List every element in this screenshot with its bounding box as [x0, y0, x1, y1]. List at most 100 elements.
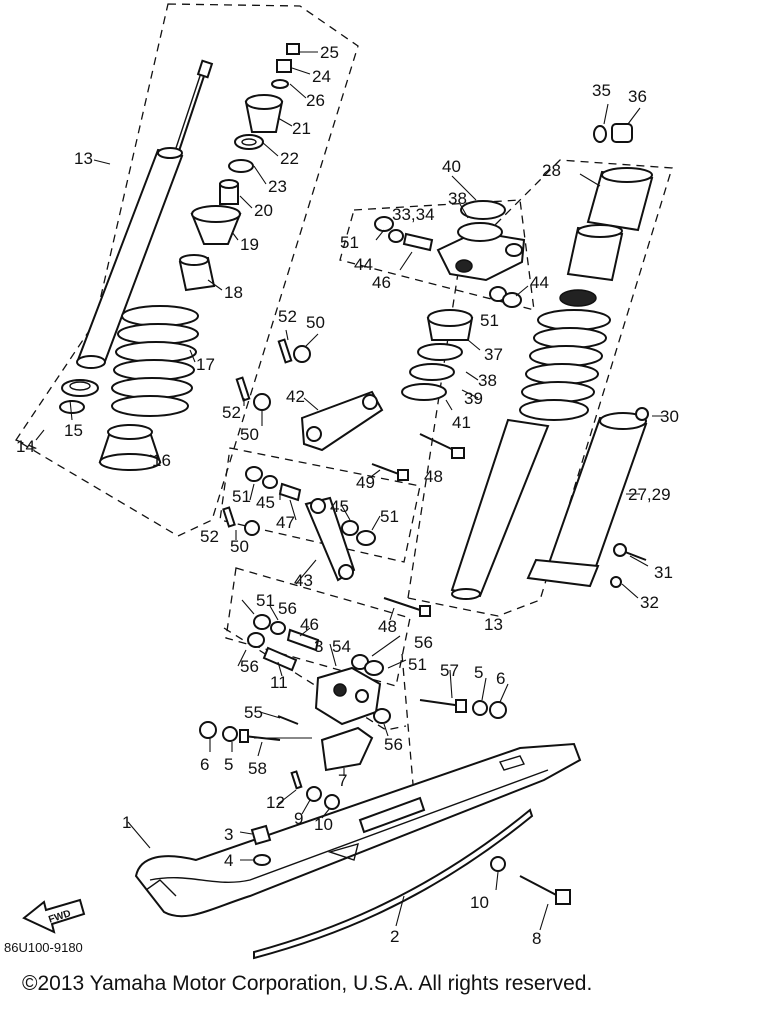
label-13a: 13 [74, 149, 93, 168]
grease-nipple [277, 715, 299, 725]
washer-32 [610, 576, 622, 588]
cap [611, 123, 633, 143]
washer [234, 134, 264, 150]
label-18: 18 [224, 283, 243, 302]
label-4: 4 [224, 851, 233, 870]
label-48b: 48 [378, 617, 397, 636]
label-33-34: 33,34 [392, 205, 435, 224]
nut-6a [489, 701, 507, 719]
label-7: 7 [338, 771, 347, 790]
link-arm-42 [300, 390, 384, 452]
upper-linkage-group [339, 175, 535, 411]
label-46a: 46 [372, 273, 391, 292]
label-56c: 56 [240, 657, 259, 676]
coil-spring [111, 305, 199, 417]
lower-linkage-group [199, 567, 509, 797]
collar-56a [270, 621, 286, 635]
label-13b: 13 [484, 615, 503, 634]
label-14: 14 [16, 437, 35, 456]
label-57: 57 [440, 661, 459, 680]
collar-45b [341, 520, 359, 536]
washer-9 [306, 786, 322, 802]
cotter-pin-a [277, 338, 293, 364]
label-50c: 50 [230, 537, 249, 556]
cotter-pin-c [222, 506, 236, 528]
label-54: 54 [332, 637, 351, 656]
washer-5b [222, 726, 238, 742]
label-37: 37 [484, 345, 503, 364]
label-56b: 56 [414, 633, 433, 652]
label-49: 49 [356, 473, 375, 492]
middle-linkage-group [219, 329, 465, 621]
washer-5a [472, 700, 488, 716]
bolt-48b [419, 605, 431, 617]
washer-51d [356, 530, 376, 546]
small-collar [593, 125, 607, 143]
label-39: 39 [464, 389, 483, 408]
label-2: 2 [390, 927, 399, 946]
nut-50b [253, 393, 271, 411]
ring-41 [401, 383, 447, 401]
label-44a: 44 [354, 255, 373, 274]
nut-6b [199, 721, 217, 739]
ring-39 [409, 363, 455, 381]
label-36: 36 [628, 87, 647, 106]
collar-46b [286, 628, 320, 652]
part-labels: 25 24 26 21 22 23 20 19 18 17 16 15 14 1… [16, 43, 679, 948]
ring-38 [457, 222, 503, 242]
label-52c: 52 [200, 527, 219, 546]
lock-nut [286, 43, 300, 55]
label-51a: 51 [340, 233, 359, 252]
label-24: 24 [312, 67, 331, 86]
label-16: 16 [152, 451, 171, 470]
washer-10a [324, 794, 340, 810]
diagram-code: 86U100-9180 [4, 940, 83, 955]
collar-11 [262, 646, 298, 672]
copyright-notice: ©2013 Yamaha Motor Corporation, U.S.A. A… [22, 972, 593, 995]
cushion-7 [320, 726, 374, 772]
washer-51 [374, 216, 394, 232]
cap-bolt [635, 407, 649, 421]
label-52b: 52 [222, 403, 241, 422]
label-51f: 51 [408, 655, 427, 674]
washer-4 [253, 854, 271, 866]
label-55: 55 [244, 703, 263, 722]
nut-3 [250, 824, 272, 846]
label-47: 47 [276, 513, 295, 532]
collar-44 [388, 229, 404, 243]
label-27-29: 27,29 [628, 485, 671, 504]
label-48a: 48 [424, 467, 443, 486]
label-50a: 50 [306, 313, 325, 332]
label-1: 1 [122, 813, 131, 832]
label-58: 58 [248, 759, 267, 778]
label-22: 22 [280, 149, 299, 168]
nut-50c [244, 520, 260, 536]
label-52a: 52 [278, 307, 297, 326]
collar-46 [402, 232, 434, 252]
label-6a: 6 [496, 669, 505, 688]
washer-51b [502, 292, 522, 308]
label-17: 17 [196, 355, 215, 374]
bolt-49 [397, 469, 409, 481]
collar [59, 400, 85, 414]
label-45b: 45 [330, 497, 349, 516]
rear-spring [519, 289, 611, 421]
label-50b: 50 [240, 425, 259, 444]
label-40: 40 [442, 157, 461, 176]
label-3a: 3 [314, 637, 323, 656]
bolt-31 [613, 543, 627, 557]
nut-50a [293, 345, 311, 363]
label-12: 12 [266, 793, 285, 812]
washer-2 [228, 159, 254, 173]
label-46b: 46 [300, 615, 319, 634]
washer-3 [271, 79, 289, 89]
label-38b: 38 [478, 371, 497, 390]
label-8: 8 [532, 929, 541, 948]
nut-top [276, 59, 292, 73]
label-51d: 51 [380, 507, 399, 526]
cotter-pin-b [235, 376, 251, 402]
label-10b: 10 [470, 893, 489, 912]
label-51b: 51 [480, 311, 499, 330]
washer-51f [364, 660, 384, 676]
